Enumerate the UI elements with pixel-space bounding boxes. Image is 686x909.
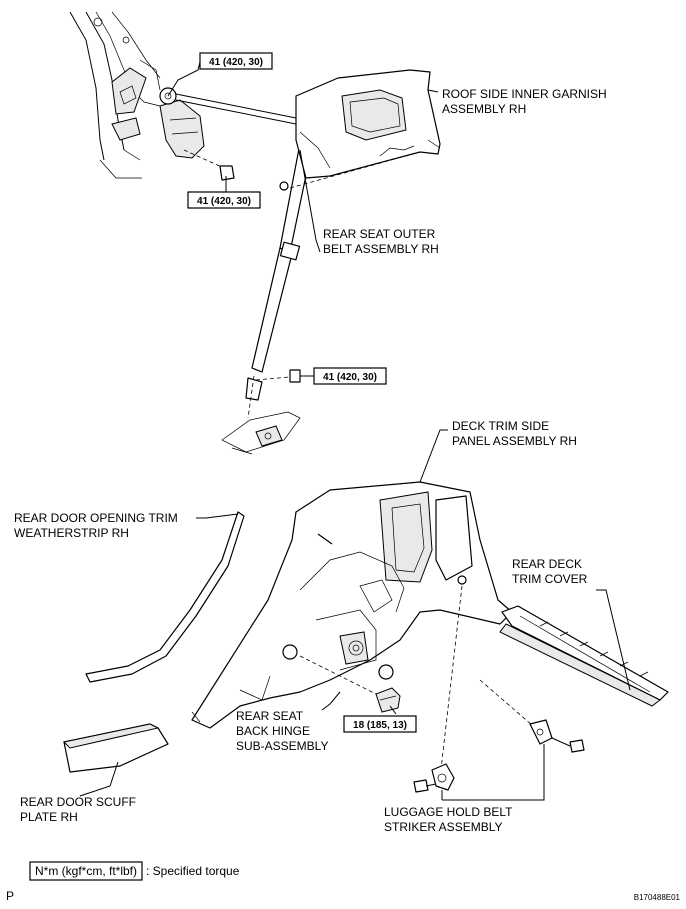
svg-text:18 (185, 13): 18 (185, 13) (353, 720, 407, 731)
label-roof-garnish-2: ASSEMBLY RH (442, 102, 526, 116)
svg-text:41 (420, 30): 41 (420, 30) (209, 57, 263, 68)
legend-text: : Specified torque (146, 864, 240, 878)
label-luggage-striker-2: STRIKER ASSEMBLY (384, 820, 502, 834)
torque-spec-2: 41 (420, 30) (187, 191, 261, 209)
svg-text:41 (420, 30): 41 (420, 30) (197, 196, 251, 207)
torque-spec-3: 41 (420, 30) (313, 367, 387, 385)
rear-seat-back-hinge (375, 687, 401, 713)
label-scuff-plate-2: PLATE RH (20, 810, 78, 824)
luggage-hold-belt-striker (413, 719, 585, 793)
legend-unit: N*m (kgf*cm, ft*lbf) (35, 864, 137, 878)
label-scuff-plate-1: REAR DOOR SCUFF (20, 795, 136, 809)
label-outer-belt-1: REAR SEAT OUTER (323, 227, 436, 241)
label-seat-hinge-1: REAR SEAT (236, 709, 304, 723)
label-weatherstrip-1: REAR DOOR OPENING TRIM (14, 511, 178, 525)
label-roof-garnish-1: ROOF SIDE INNER GARNISH (442, 87, 607, 101)
label-deck-trim-side-1: DECK TRIM SIDE (452, 419, 549, 433)
torque-spec-1: 41 (420, 30) (199, 52, 273, 70)
leader-lines (79, 61, 631, 801)
label-deck-trim-side-2: PANEL ASSEMBLY RH (452, 434, 577, 448)
deck-trim-side-panel (191, 481, 541, 779)
rear-deck-trim-cover (499, 605, 669, 707)
floor-anchor-bracket (221, 411, 301, 455)
label-luggage-striker-1: LUGGAGE HOLD BELT (384, 805, 513, 819)
label-outer-belt-2: BELT ASSEMBLY RH (323, 242, 439, 256)
label-seat-hinge-2: BACK HINGE (236, 724, 310, 738)
rear-door-scuff-plate (62, 723, 169, 773)
body-pillar-section (69, 11, 161, 179)
label-seat-hinge-3: SUB-ASSEMBLY (236, 739, 328, 753)
corner-code-right: B170488E01 (634, 893, 681, 902)
svg-text:41 (420, 30): 41 (420, 30) (323, 372, 377, 383)
corner-code-left: P (6, 889, 14, 903)
torque-legend: N*m (kgf*cm, ft*lbf) : Specified torque (29, 861, 240, 881)
rear-door-opening-weatherstrip (85, 511, 245, 683)
label-deck-trim-cover-1: REAR DECK (512, 557, 582, 571)
torque-spec-4: 18 (185, 13) (343, 715, 417, 733)
roof-side-inner-garnish (289, 69, 441, 189)
rear-seat-outer-belt (159, 87, 319, 419)
label-deck-trim-cover-2: TRIM COVER (512, 572, 588, 586)
label-weatherstrip-2: WEATHERSTRIP RH (14, 526, 129, 540)
